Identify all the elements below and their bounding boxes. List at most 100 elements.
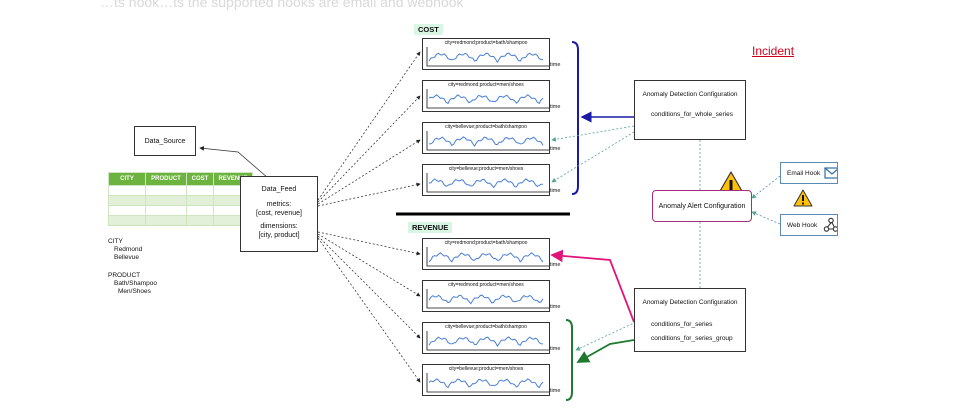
time-axis-label: time [550,346,561,352]
config-title: Anomaly Detection Configuration [642,299,738,306]
metrics-label: metrics: [266,201,292,208]
series-sparkline [426,289,549,309]
cost-series-chart-4[interactable]: city=bellevue;product=men/shoes [422,164,550,196]
series-label: city=bellevue;product=men/shoes [448,166,524,172]
time-axis-label: time [550,188,561,194]
series-condition-arrow [550,249,635,323]
table-row [108,185,253,196]
web-hook-label: Web Hook [787,221,818,229]
city-value: Bellevue [114,254,139,261]
email-hook-label: Email Hook [787,169,821,177]
series-line [428,336,544,348]
city-legend: CITY Redmond Bellevue [108,238,142,262]
cost-section-label: COST [414,24,443,35]
data-feed-box[interactable]: Data_Feed metrics: [cost, revenue] dimen… [240,176,318,252]
series-axes [426,173,549,193]
condition-whole-series: conditions_for_whole_series [651,111,734,118]
product-legend: PRODUCT Bath/Shampoo Men/Shoes [108,272,157,296]
product-title: PRODUCT [108,272,141,279]
series-line [428,136,544,148]
table-row [108,195,253,206]
series-axes [426,289,549,309]
webhook-icon [823,217,837,232]
series-label: city=redmond;product=men/shoes [448,282,524,288]
table-header-row: CITY PRODUCT COST REVENUE [108,172,253,186]
series-line [428,52,544,64]
cost-series-chart-3[interactable]: city=bellevue;product=bath/shampoo [422,122,550,154]
time-axis-label: time [550,104,561,110]
table-row [108,205,253,216]
condition-series: conditions_for_series [651,321,713,328]
metrics-value: [cost, revenue] [256,210,302,217]
faded-header-text: …ts hook…ts the supported hooks are emai… [100,0,464,10]
time-axis-label: time [550,304,561,310]
source-table: CITY PRODUCT COST REVENUE [108,172,253,226]
config-title: Anomaly Detection Configuration [642,91,738,98]
series-axes [426,373,549,393]
envelope-icon [824,167,837,179]
series-sparkline [426,89,549,109]
series-label: city=redmond;product=men/shoes [448,82,524,88]
revenue-series-chart-3[interactable]: city=bellevue;product=bath/shampoo [422,322,550,354]
condition-series-group: conditions_for_series_group [651,335,733,342]
alert-config-title: Anomaly Alert Configuration [658,202,746,210]
series-sparkline [426,131,549,151]
cost-fanout-lines [317,51,421,207]
hook-links [751,175,781,225]
revenue-series-chart-4[interactable]: city=bellevue;product=men/shoes [422,364,550,396]
series-sparkline [426,373,549,393]
series-label: city=redmond;product=bath/shampoo [444,240,528,246]
series-label: city=bellevue;product=men/shoes [448,366,524,372]
series-label: city=redmond;product=bath/shampoo [444,40,528,46]
series-line [428,252,544,263]
data-feed-title: Data_Feed [261,186,297,193]
series-axes [426,131,549,151]
data-source-box[interactable]: Data_Source [134,126,196,156]
cost-series-chart-2[interactable]: city=redmond;product=men/shoes [422,80,550,112]
revenue-fanout-lines [317,231,421,383]
time-axis-label: time [550,62,561,68]
incident-label: Incident [752,44,795,58]
series-sparkline [426,247,549,267]
series-line [428,294,544,305]
series-label: city=bellevue;product=bath/shampoo [445,324,527,330]
alert-to-series-dotted [551,125,701,351]
col-product: PRODUCT [145,172,187,186]
warning-icon-small [793,189,813,207]
col-cost: COST [186,172,214,186]
cost-series-chart-1[interactable]: city=redmond;product=bath/shampoo [422,38,550,70]
series-axes [426,247,549,267]
web-hook[interactable]: Web Hook [780,214,838,236]
series-sparkline [426,173,549,193]
series-line [429,178,543,189]
series-axes [426,47,549,67]
product-value: Men/Shoes [118,288,151,295]
series-sparkline [426,331,549,351]
time-axis-label: time [550,262,561,268]
series-sparkline [426,47,549,67]
anomaly-alert-config[interactable]: Anomaly Alert Configuration [652,190,752,222]
group-condition-arrow [576,339,635,363]
city-title: CITY [108,238,123,245]
col-city: CITY [108,172,146,186]
email-hook[interactable]: Email Hook [780,162,838,184]
dimensions-label: dimensions: [260,223,298,230]
anomaly-detection-config-2[interactable]: Anomaly Detection Configuration conditio… [634,288,746,352]
series-axes [426,89,549,109]
data-source-label: Data_Source [144,137,186,145]
time-axis-label: time [550,146,561,152]
revenue-series-chart-1[interactable]: city=redmond;product=bath/shampoo [422,238,550,270]
revenue-series-chart-2[interactable]: city=redmond;product=men/shoes [422,280,550,312]
series-axes [426,331,549,351]
product-value: Bath/Shampoo [114,280,158,287]
revenue-section-label: REVENUE [408,222,453,233]
anomaly-detection-config-1[interactable]: Anomaly Detection Configuration conditio… [634,80,746,140]
time-axis-label: time [550,388,561,394]
dimensions-value: [city, product] [258,232,300,239]
series-line [428,378,544,389]
feed-to-source-arrow [199,146,269,179]
series-label: city=bellevue;product=bath/shampoo [445,124,527,130]
table-row [108,215,253,226]
